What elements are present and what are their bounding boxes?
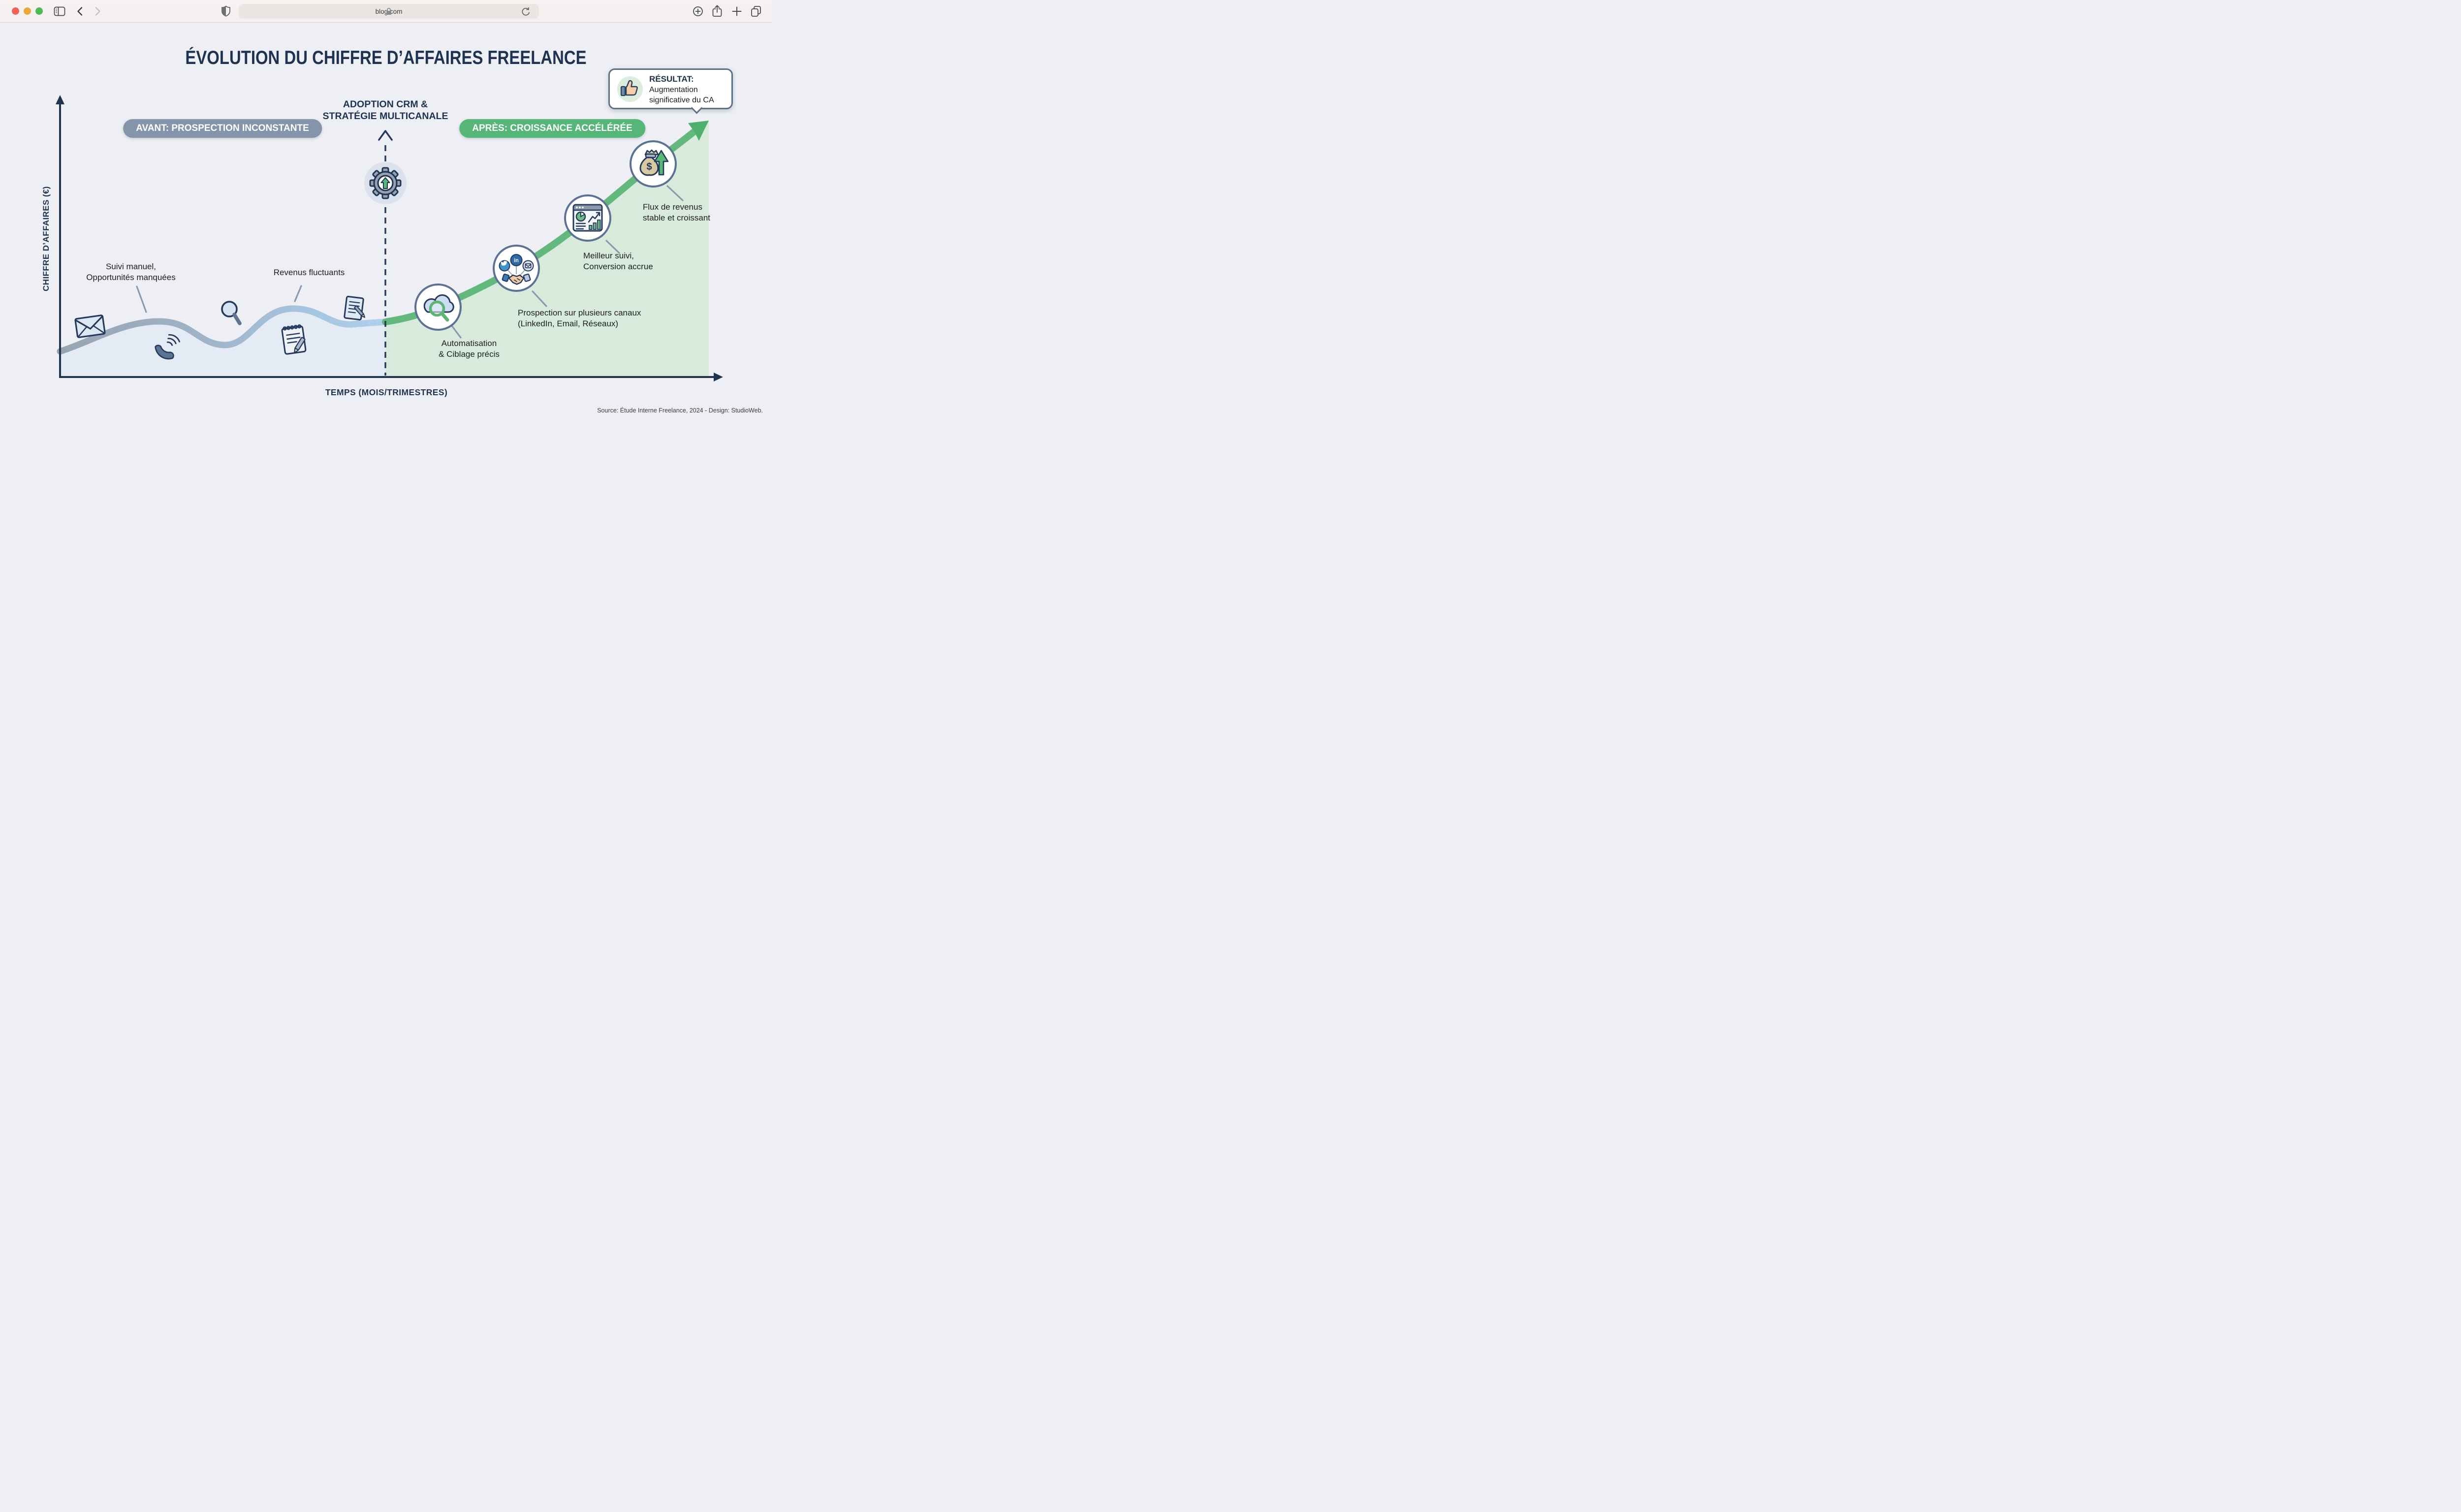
y-axis-label: CHIFFRE D’AFFAIRES (€): [41, 186, 51, 291]
page-actions-button[interactable]: [693, 6, 703, 17]
pivot-label: ADOPTION CRM & STRATÉGIE MULTICANALE: [322, 99, 448, 122]
reload-icon[interactable]: [521, 6, 531, 16]
share-icon[interactable]: [712, 4, 722, 18]
handshake-icon: [502, 273, 531, 285]
after-area-fill: [385, 121, 709, 376]
result-title: RÉSULTAT:: [649, 74, 694, 84]
revenue-evolution-figure: in: [56, 95, 723, 381]
source-credit: Source: Étude Interne Freelance, 2024 - …: [597, 407, 763, 414]
page-title: ÉVOLUTION DU CHIFFRE D’AFFAIRES FREELANC…: [185, 47, 587, 68]
after-badge: APRÈS: CROISSANCE ACCÉLÉRÉE: [459, 119, 645, 138]
before-badge: AVANT: PROSPECTION INCONSTANTE: [123, 119, 322, 138]
new-tab-button[interactable]: [732, 6, 742, 16]
dollar-icon: $: [646, 161, 652, 172]
sidebar-toggle-icon[interactable]: [54, 6, 65, 16]
y-axis-arrow-icon: [56, 95, 64, 104]
cloud-search-icon: [414, 284, 462, 331]
close-window-button[interactable]: [12, 7, 19, 15]
pivot-arrow-icon: [378, 130, 393, 141]
x-axis-arrow-icon: [714, 373, 723, 381]
lock-icon: [386, 7, 391, 15]
gear-icon: [364, 162, 407, 204]
growth-arrowhead-icon: [688, 121, 709, 141]
forward-button[interactable]: [95, 6, 101, 16]
annotation-manual: Suivi manuel, Opportunités manquées: [86, 262, 176, 282]
email-icon: [522, 260, 534, 272]
annotation-fluctuating: Revenus fluctuants: [273, 268, 345, 277]
tab-overview-button[interactable]: [750, 5, 762, 17]
money-bag-icon: $: [630, 140, 677, 188]
before-curve: [57, 305, 389, 355]
document-pencil-icon: [344, 295, 366, 321]
channels-handshake-icon: in: [493, 245, 540, 292]
phone-icon: [155, 334, 180, 360]
result-text: RÉSULTAT: Augmentation significative du …: [649, 74, 714, 104]
zoom-window-button[interactable]: [35, 7, 43, 15]
x-axis-label: TEMPS (MOIS/TRIMESTRES): [325, 387, 448, 397]
annotation-prospection: Prospection sur plusieurs canaux (Linked…: [518, 308, 641, 328]
annotation-tracking: Meilleur suivi, Conversion accrue: [583, 251, 653, 271]
notepad-icon: [281, 324, 307, 355]
shield-icon[interactable]: [221, 5, 230, 17]
dashboard-icon: [564, 194, 611, 242]
minimize-window-button[interactable]: [24, 7, 31, 15]
annotation-connectors: [136, 185, 684, 339]
mail-icon: [74, 315, 106, 338]
annotation-flux: Flux de revenus stable et croissant: [643, 202, 711, 222]
thumbs-up-icon: [617, 76, 643, 102]
address-bar[interactable]: blog.com: [239, 4, 539, 19]
twitter-icon: [499, 260, 510, 272]
browser-toolbar: blog.com: [0, 0, 772, 23]
linkedin-icon: in: [514, 258, 519, 264]
back-button[interactable]: [76, 6, 83, 16]
annotation-automation: Automatisation & Ciblage précis: [439, 339, 500, 359]
magnifier-icon: [221, 301, 242, 325]
result-callout: RÉSULTAT: Augmentation significative du …: [608, 68, 733, 114]
